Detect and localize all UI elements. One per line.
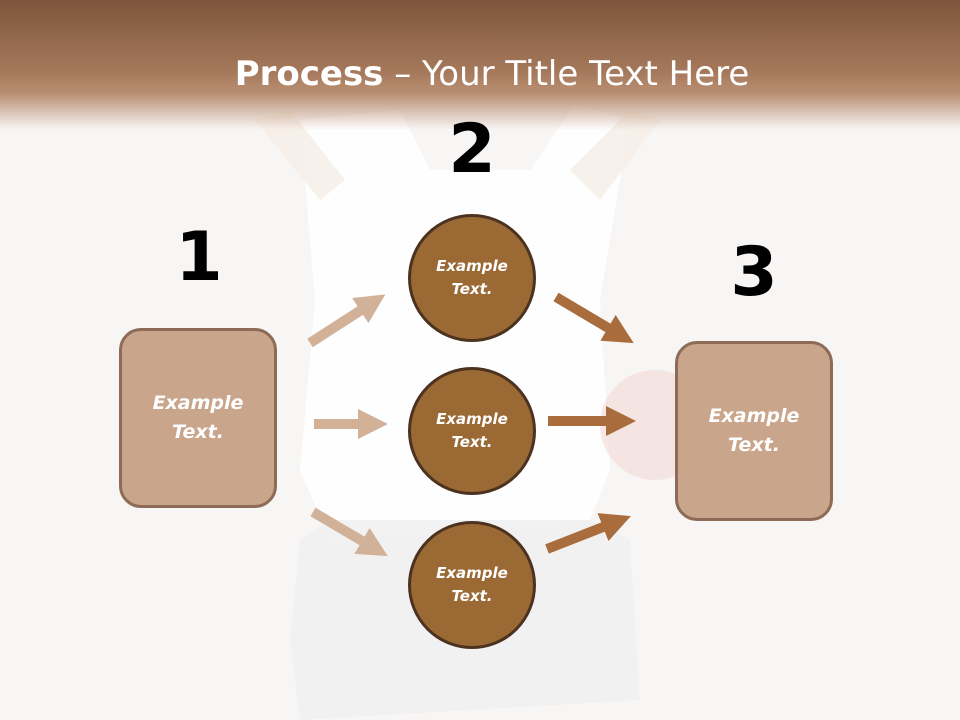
step-number-1: 1 bbox=[175, 218, 223, 297]
circle-3-line1: Example bbox=[436, 564, 508, 582]
circle-2-line2: Text. bbox=[451, 433, 493, 451]
circle-1-line1: Example bbox=[436, 257, 508, 275]
circle-3-line2: Text. bbox=[451, 587, 493, 605]
slide-title: Process – Your Title Text Here bbox=[0, 52, 960, 96]
header-band bbox=[0, 0, 960, 130]
right-box-line1: Example bbox=[708, 405, 800, 427]
title-rest: – Your Title Text Here bbox=[383, 54, 750, 94]
step-number-2: 2 bbox=[448, 110, 496, 189]
step-number-3: 3 bbox=[730, 233, 778, 312]
circle-2-line1: Example bbox=[436, 410, 508, 428]
title-bold: Process bbox=[234, 54, 384, 94]
right-box-line2: Text. bbox=[728, 434, 780, 456]
circle-1-line2: Text. bbox=[451, 280, 493, 298]
left-box-line1: Example bbox=[152, 392, 244, 414]
left-box-line2: Text. bbox=[172, 421, 224, 443]
